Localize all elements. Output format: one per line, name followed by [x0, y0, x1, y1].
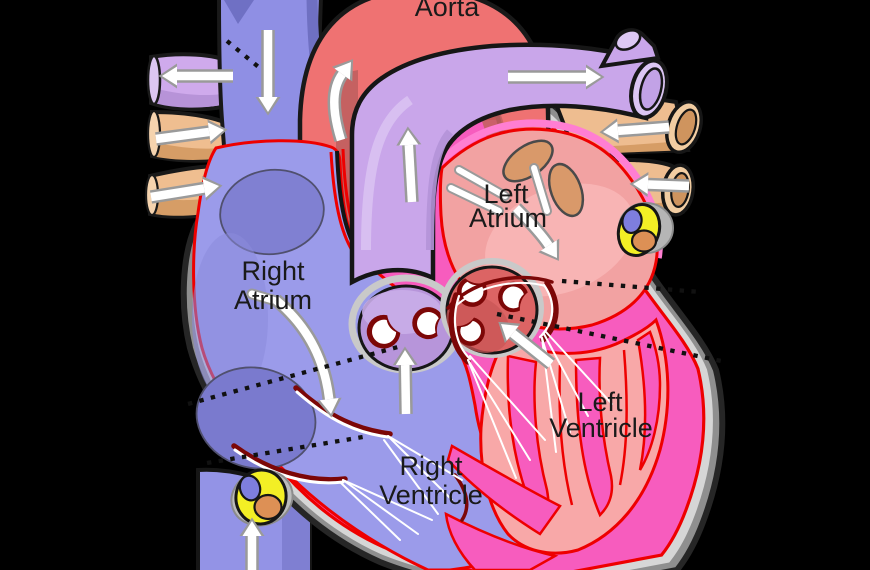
tricuspid-chordae-tendineae: [339, 435, 463, 541]
label-left-atrium-1: Left: [483, 179, 529, 209]
trabecula-wedge-3: [636, 330, 662, 471]
pulmonary-trunk-flow: [396, 126, 422, 203]
leader-tricuspid-valve: [206, 433, 370, 466]
trabecula-wedge-2: [574, 356, 614, 518]
left-atrium-inflow: [511, 203, 560, 261]
right-pulmonary-artery-stub: [598, 28, 661, 69]
leader-pulmonary-valve: [187, 344, 399, 407]
label-aorta: Aorta: [415, 0, 481, 22]
label-left-ventricle-2: Ventricle: [549, 413, 653, 443]
label-right-ventricle-1: Right: [399, 451, 463, 481]
label-left-atrium-2: Atrium: [469, 203, 547, 233]
label-right-ventricle-2: Ventricle: [379, 480, 483, 510]
leader-lines: [187, 39, 727, 466]
right-pulmonary-vein-lower-flow: [149, 176, 223, 204]
ivc-ostium-shading: [195, 366, 317, 470]
aortic-arch-flow: [327, 59, 354, 143]
svc-ostium-shading: [219, 168, 325, 256]
superior-vena-cava-flow: [255, 30, 281, 116]
label-left-ventricle-1: Left: [577, 387, 623, 417]
left-pulmonary-vein-upper-flow: [599, 118, 670, 144]
left-pulmonary-vein-lower-flow: [629, 172, 690, 198]
pulmonary-vein-ostium-2: [547, 162, 585, 218]
left-pulmonary-artery-flow: [158, 63, 234, 89]
pulmonary-trunk: [349, 28, 669, 286]
leader-aortic-valve: [496, 311, 727, 365]
blood-flow-arrows: [149, 30, 690, 570]
right-atrium-to-right-ventricle-flow: [271, 294, 342, 418]
coronary-vessels-right: [616, 202, 674, 257]
right-pulmonary-artery-branch-flow: [507, 64, 605, 90]
inferior-vena-cava-flow: [239, 517, 265, 570]
label-right-atrium-2: Atrium: [234, 285, 312, 315]
coronary-vessels-left: [230, 468, 294, 527]
label-right-atrium-1: Right: [241, 256, 305, 286]
labels: Aorta Right Atrium Left Atrium Right Ven…: [234, 0, 653, 510]
leader-superior-vena-cava: [225, 39, 263, 71]
right-pulmonary-artery-opening: [629, 58, 669, 120]
left-ventricle-to-aortic-valve-flow: [498, 321, 556, 370]
right-ventricle-to-pulmonary-valve-flow: [392, 346, 418, 415]
atrium-wall-shading: [192, 233, 268, 403]
right-pulmonary-vein-upper-flow: [155, 119, 228, 146]
right-ventricle-trabeculae: [444, 444, 562, 570]
